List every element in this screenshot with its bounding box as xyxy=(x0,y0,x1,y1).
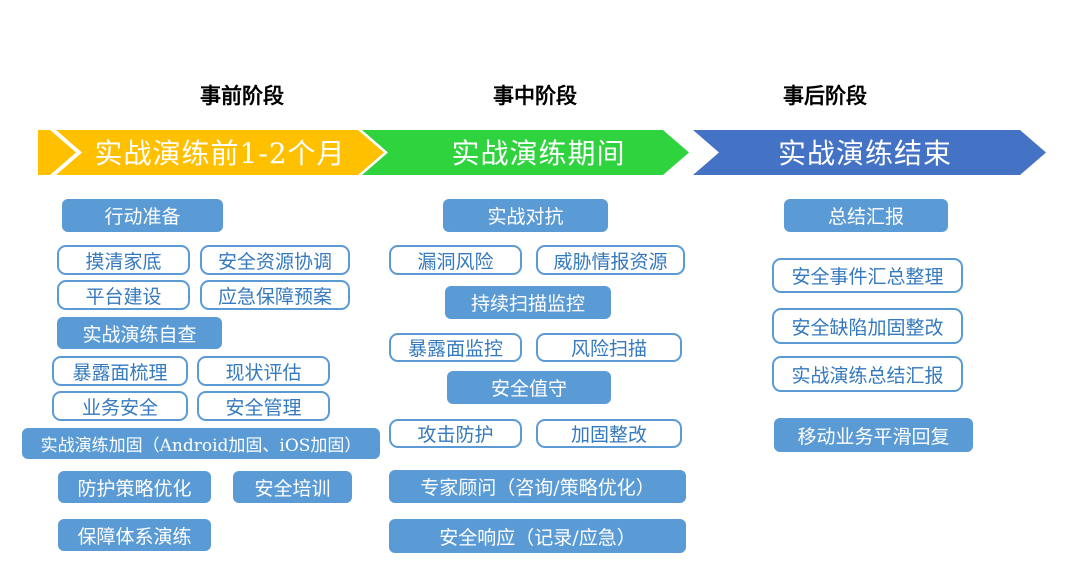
chevron-band-post-shape xyxy=(693,130,1046,175)
step-live-confrontation: 实战对抗 xyxy=(443,199,608,232)
step-security-duty: 安全值守 xyxy=(447,371,611,404)
phase-arrow-band xyxy=(38,130,1046,175)
step-drill-self-check: 实战演练自查 xyxy=(57,317,222,349)
step-drill-summary-report: 实战演练总结汇报 xyxy=(772,356,963,392)
step-mobile-business-smooth-recovery: 移动业务平滑回复 xyxy=(774,418,973,452)
phase-band-label-during: 实战演练期间 xyxy=(451,137,626,170)
stage-label-during: 事中阶段 xyxy=(493,85,577,108)
step-business-security: 业务安全 xyxy=(52,391,188,421)
step-expert-consultant: 专家顾问（咨询/策略优化） xyxy=(389,470,686,503)
step-exposure-surface-sorting: 暴露面梳理 xyxy=(52,356,188,386)
step-drill-hardening: 实战演练加固（Android加固、iOS加固） xyxy=(22,428,380,459)
step-security-resource-coordination: 安全资源协调 xyxy=(200,245,350,275)
step-security-defect-hardening: 安全缺陷加固整改 xyxy=(772,308,963,344)
step-asset-inventory: 摸清家底 xyxy=(57,245,190,275)
step-risk-scanning: 风险扫描 xyxy=(536,333,682,362)
step-attack-protection: 攻击防护 xyxy=(389,419,522,448)
step-platform-construction: 平台建设 xyxy=(57,280,190,310)
stage-label-post: 事后阶段 xyxy=(783,85,867,108)
phase-band-label-post: 实战演练结束 xyxy=(777,137,952,170)
chevron-band-during-shape xyxy=(362,130,689,175)
step-exposure-monitoring: 暴露面监控 xyxy=(389,333,522,362)
stage-label-pre: 事前阶段 xyxy=(200,85,284,108)
step-status-assessment: 现状评估 xyxy=(197,356,330,386)
step-hardening-rectification: 加固整改 xyxy=(536,419,682,448)
step-vulnerability-risk: 漏洞风险 xyxy=(389,245,522,275)
step-continuous-scan-monitoring: 持续扫描监控 xyxy=(445,286,611,319)
step-security-incident-collation: 安全事件汇总整理 xyxy=(772,258,963,293)
step-support-system-drill: 保障体系演练 xyxy=(58,519,211,551)
chevron-band-pre-shape xyxy=(56,130,384,175)
step-summary-report: 总结汇报 xyxy=(784,199,948,232)
step-protection-strategy-optimization: 防护策略优化 xyxy=(58,471,211,503)
step-threat-intel-resources: 威胁情报资源 xyxy=(536,245,685,275)
chevron-start-icon xyxy=(38,130,76,175)
phase-band-label-pre: 实战演练前1-2个月 xyxy=(94,137,346,170)
step-security-response: 安全响应（记录/应急） xyxy=(389,519,686,553)
step-emergency-support-plan: 应急保障预案 xyxy=(200,280,350,310)
step-security-management: 安全管理 xyxy=(197,391,330,421)
step-security-training: 安全培训 xyxy=(233,471,352,503)
step-action-preparation: 行动准备 xyxy=(62,199,223,232)
